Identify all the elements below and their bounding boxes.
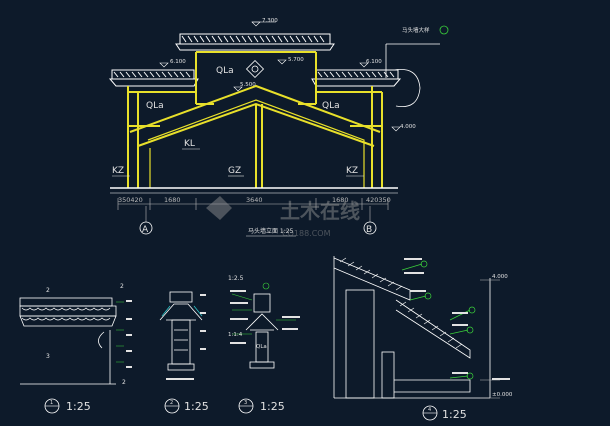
detail-2-scale: 1:25 [184,400,209,413]
axis-marker-b [363,221,377,235]
label-kl: KL [184,139,195,149]
detail-title-1: 1 1:25 [44,398,91,414]
watermark-text: 土木在线 [280,199,360,223]
watermark-sub: CO188.COM [282,229,331,238]
level-right: 6.100 [366,59,382,65]
axis-label-b: B [366,225,372,235]
axis-lines [145,206,371,222]
label-qla-right: QLa [322,101,340,111]
d4-note-a: 4.000 [492,274,508,280]
d3-text-marks [230,290,300,344]
d2-dim-marks [166,294,206,380]
d3-note-a: 1:2.5 [228,275,244,282]
d3-note-c: QLa [256,344,267,350]
d1-note-d: 2 [122,379,126,386]
callout-marker [439,25,449,35]
detail-title-3: 3 1:25 [238,398,285,414]
label-underlines [112,148,364,177]
watermark: 土木在线 CO188.COM [206,196,360,238]
level-ridge: 5.500 [240,82,256,88]
label-kz-right: KZ [346,166,358,176]
dim-center-span: 3640 [246,196,263,204]
d1-note-c: 2 [120,283,124,290]
center-ornament [245,59,265,79]
level-side: 4.000 [400,124,416,130]
detail-4: 4.000 ±0.000 [333,256,513,399]
d1-dim-marks [126,300,132,368]
detail-title-4: 4 1:25 [422,405,467,421]
label-qla-top: QLa [216,66,234,76]
level-top: 7.300 [262,18,278,24]
callout-note: 马头墙大样 [402,26,430,34]
d4-note-b: ±0.000 [492,392,513,398]
detail-title-2: 2 1:25 [164,398,209,414]
d1-note-a: 2 [46,287,50,294]
detail-callout [385,43,440,107]
detail-4-num: 4 [428,407,431,413]
detail-2-num: 2 [170,400,173,406]
top-roof [175,33,335,51]
kl-beam [147,99,365,188]
detail-3: 1:2.5 1:1:4 QLa [228,275,300,369]
elevation-title: 马头墙立面 1:25 [248,227,294,235]
axis-marker-a [139,221,153,235]
d3-note-b: 1:1:4 [228,332,243,338]
dim-left-outer: 350420 [118,196,143,204]
level-center: 5.700 [288,57,304,63]
detail-1: 2 3 2 2 [19,283,132,386]
detail-1-num: 1 [50,400,53,406]
dim-right-span: 1680 [332,196,349,204]
detail-3-scale: 1:25 [260,400,285,413]
left-roof [108,69,199,87]
level-left: 6.100 [170,59,186,65]
d4-text-marks [404,258,510,380]
yellow-frame [127,51,383,188]
axis-label-a: A [142,225,149,235]
dimension-line [117,198,389,210]
detail-1-scale: 1:25 [66,400,91,413]
dim-right-outer: 420350 [366,196,391,204]
detail-3-num: 3 [244,400,247,406]
level-markers [159,21,401,132]
watermark-logo-icon [206,196,232,220]
dim-left-span: 1680 [164,196,181,204]
right-roof [311,69,402,87]
elevation-drawing: 7.300 6.100 5.700 6.100 5.500 4.000 马头墙大… [108,18,449,237]
label-gz: GZ [228,166,241,176]
detail-2 [159,291,206,380]
label-qla-left: QLa [146,101,164,111]
detail-4-scale: 1:25 [442,408,467,421]
label-kz-left: KZ [112,166,124,176]
d1-note-b: 3 [46,353,50,360]
top-roof-tiles [181,35,325,43]
